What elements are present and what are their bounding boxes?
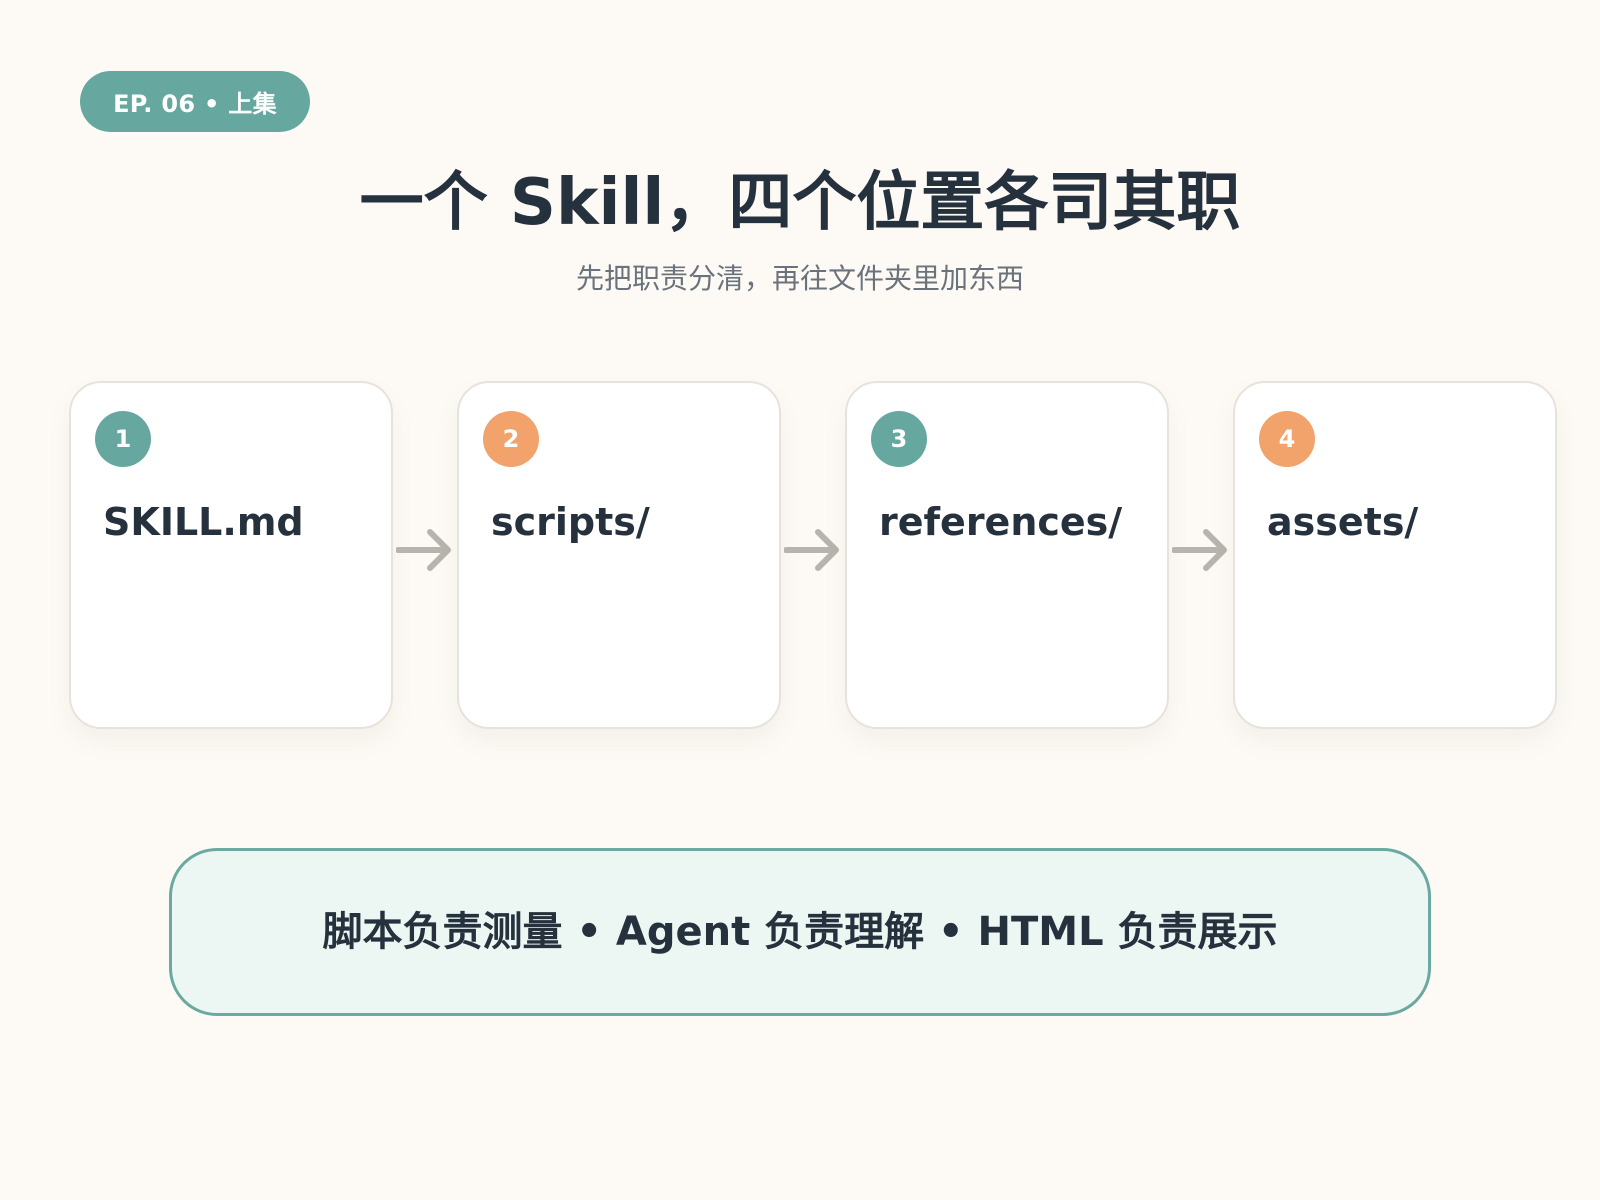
card-label: references/: [879, 500, 1123, 544]
step-number-badge: 4: [1259, 411, 1315, 467]
card-label: SKILL.md: [103, 500, 304, 544]
summary-text: 脚本负责测量 • Agent 负责理解 • HTML 负责展示: [322, 909, 1278, 955]
step-number-badge: 1: [95, 411, 151, 467]
card-references: 3 references/: [845, 381, 1169, 729]
step-number-badge: 3: [871, 411, 927, 467]
episode-badge: EP. 06 • 上集: [80, 71, 310, 132]
card-label: assets/: [1267, 500, 1419, 544]
summary-callout: 脚本负责测量 • Agent 负责理解 • HTML 负责展示: [169, 848, 1431, 1016]
card-skill-md: 1 SKILL.md: [69, 381, 393, 729]
card-label: scripts/: [491, 500, 650, 544]
arrow-right-icon: [1172, 529, 1227, 571]
page-subtitle: 先把职责分清，再往文件夹里加东西: [575, 262, 1024, 295]
arrow-right-icon: [396, 529, 451, 571]
page-title: 一个 Skill，四个位置各司其职: [359, 166, 1241, 240]
step-number-badge: 2: [483, 411, 539, 467]
card-assets: 4 assets/: [1233, 381, 1557, 729]
arrow-right-icon: [784, 529, 839, 571]
card-scripts: 2 scripts/: [457, 381, 781, 729]
